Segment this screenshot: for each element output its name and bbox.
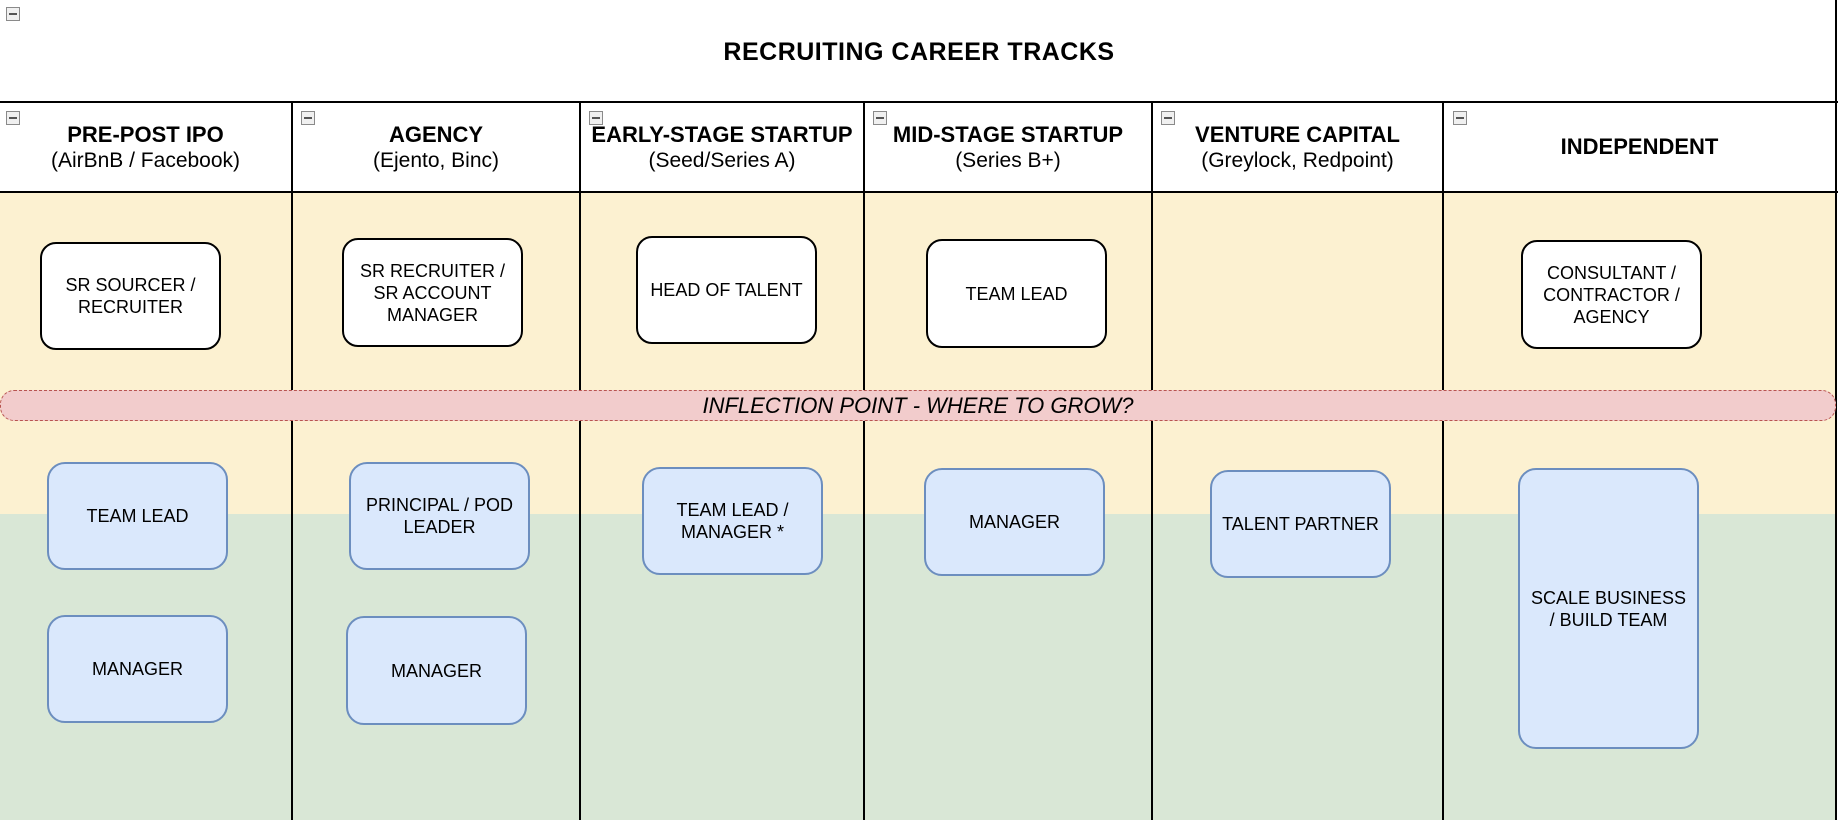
collapse-icon[interactable]	[6, 111, 20, 125]
column-subtitle: (Ejento, Binc)	[372, 148, 500, 172]
collapse-icon[interactable]	[1161, 111, 1175, 125]
column-title: MID-STAGE STARTUP	[892, 121, 1124, 147]
column-header-agency: AGENCY (Ejento, Binc)	[293, 103, 579, 191]
column-header-venture-capital: VENTURE CAPITAL (Greylock, Redpoint)	[1153, 103, 1442, 191]
diagram-title: RECRUITING CAREER TRACKS	[723, 37, 1115, 66]
growth-box-team-lead[interactable]: TEAM LEAD	[47, 462, 228, 570]
column-title: INDEPENDENT	[1560, 134, 1719, 159]
column-title: EARLY-STAGE STARTUP	[591, 121, 853, 147]
collapse-icon[interactable]	[873, 111, 887, 125]
column-divider	[1442, 102, 1444, 820]
column-header-early-stage-startup: EARLY-STAGE STARTUP (Seed/Series A)	[581, 103, 863, 191]
column-subtitle: (Series B+)	[955, 148, 1061, 172]
column-divider	[579, 102, 581, 820]
column-subtitle: (AirBnB / Facebook)	[50, 148, 241, 172]
column-divider	[863, 102, 865, 820]
column-subtitle: (Seed/Series A)	[648, 148, 796, 172]
column-header-mid-stage-startup: MID-STAGE STARTUP (Series B+)	[865, 103, 1151, 191]
right-border	[1835, 0, 1837, 820]
header-divider	[0, 191, 1838, 193]
column-header-independent: INDEPENDENT	[1444, 103, 1835, 191]
column-divider	[1151, 102, 1153, 820]
column-header-pre-post-ipo: PRE-POST IPO (AirBnB / Facebook)	[0, 103, 291, 191]
role-box-sr-sourcer[interactable]: SR SOURCER / RECRUITER	[40, 242, 221, 350]
column-title: VENTURE CAPITAL	[1195, 121, 1400, 147]
column-subtitle: (Greylock, Redpoint)	[1201, 148, 1394, 172]
growth-box-scale-business[interactable]: SCALE BUSINESS / BUILD TEAM	[1518, 468, 1699, 749]
growth-box-manager[interactable]: MANAGER	[346, 616, 527, 725]
column-title: AGENCY	[388, 121, 484, 147]
collapse-icon[interactable]	[1453, 111, 1467, 125]
collapse-icon[interactable]	[589, 111, 603, 125]
collapse-icon[interactable]	[301, 111, 315, 125]
growth-box-team-lead-manager[interactable]: TEAM LEAD / MANAGER *	[642, 467, 823, 575]
role-box-team-lead[interactable]: TEAM LEAD	[926, 239, 1107, 348]
role-box-head-of-talent[interactable]: HEAD OF TALENT	[636, 236, 817, 344]
growth-box-talent-partner[interactable]: TALENT PARTNER	[1210, 470, 1391, 578]
column-title: PRE-POST IPO	[67, 121, 224, 147]
growth-box-manager[interactable]: MANAGER	[924, 468, 1105, 576]
inflection-point-band: INFLECTION POINT - WHERE TO GROW?	[0, 390, 1836, 421]
role-box-consultant[interactable]: CONSULTANT / CONTRACTOR / AGENCY	[1521, 240, 1702, 349]
role-box-sr-recruiter[interactable]: SR RECRUITER / SR ACCOUNT MANAGER	[342, 238, 523, 347]
column-divider	[291, 102, 293, 820]
growth-box-manager[interactable]: MANAGER	[47, 615, 228, 723]
collapse-icon[interactable]	[6, 7, 20, 21]
growth-box-principal[interactable]: PRINCIPAL / POD LEADER	[349, 462, 530, 570]
title-divider	[0, 101, 1838, 103]
